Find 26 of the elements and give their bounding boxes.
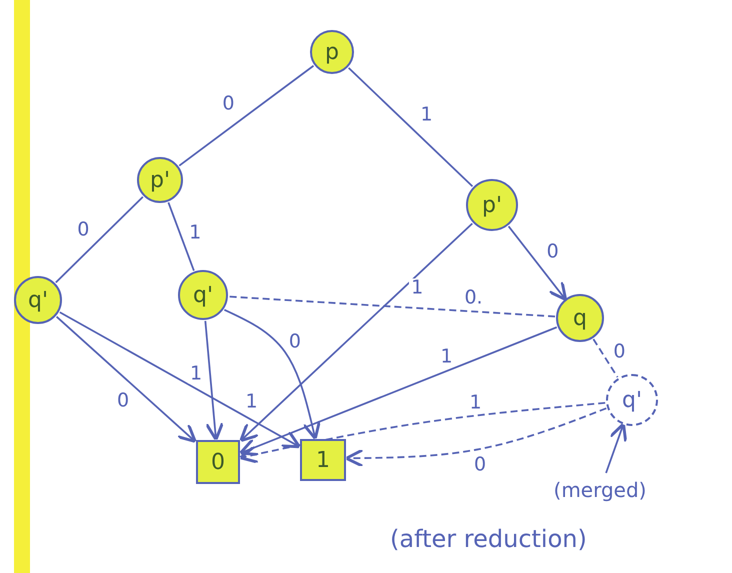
terminal-box: 0 [196,440,240,484]
connector-line [178,65,314,166]
annotation: (merged) [545,475,655,505]
arrow [224,309,321,440]
connector-line [228,296,556,318]
merged-node: q' [606,374,658,426]
decision-node: q [556,294,604,342]
arrow [59,311,301,448]
arrow [344,407,607,468]
connector-line [55,196,144,284]
connector-line [168,202,195,271]
arrow [239,326,558,456]
decision-node: p [310,30,354,74]
connector-line [348,67,474,187]
arrow [56,316,197,443]
arrow [238,402,606,464]
decision-node: p' [137,157,183,203]
decision-node: p' [466,179,518,231]
connector-line [592,338,618,378]
arrow [605,422,628,474]
arrow [239,222,473,442]
arrow [508,226,568,301]
note: (after reduction) [390,525,587,553]
decision-node: q' [178,270,228,320]
terminal-box: 1 [300,439,346,481]
arrow [204,320,224,442]
